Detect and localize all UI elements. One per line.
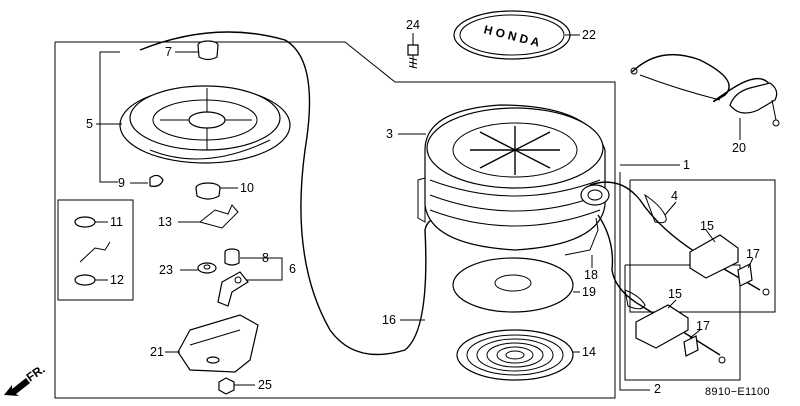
callout-17b: 17: [696, 319, 710, 333]
callout-4: 4: [671, 189, 678, 203]
callout-6: 6: [289, 262, 296, 276]
callout-14: 14: [582, 345, 596, 359]
callout-12: 12: [110, 273, 124, 287]
recoil-rope-part-16: [139, 31, 446, 356]
leader-4: [664, 201, 677, 216]
rope-grip-part-20: [630, 53, 780, 127]
callout-8: 8: [262, 251, 269, 265]
plate-part-19: [452, 257, 574, 313]
washer-part-11: [74, 216, 96, 228]
callout-13: 13: [158, 215, 172, 229]
bracket-1: [619, 172, 650, 391]
leader-17a: [747, 257, 754, 269]
callout-10: 10: [240, 181, 254, 195]
collar-part-10: [195, 182, 221, 200]
case-part-21: [177, 314, 259, 373]
front-arrow-icon: [4, 378, 30, 396]
cover-badge-part-22: H O N D A: [453, 10, 571, 60]
spring-part-12: [74, 274, 96, 286]
front-direction-marker: FR.: [4, 362, 48, 396]
callout-18: 18: [584, 268, 598, 282]
callout-1: 1: [683, 158, 690, 172]
diagram-code: 8910−E1100: [705, 386, 770, 398]
bracket-8-6: [240, 257, 283, 281]
callout-25: 25: [258, 378, 272, 392]
callout-15b: 15: [668, 287, 682, 301]
bushing-part-8: [224, 248, 240, 266]
callout-23: 23: [159, 263, 173, 277]
nut-part-25: [218, 377, 235, 395]
spring-part-12-wire: [79, 241, 111, 263]
callout-15a: 15: [700, 219, 714, 233]
callout-22: 22: [582, 28, 596, 42]
callout-3: 3: [386, 127, 393, 141]
bolt-part-24: [407, 44, 419, 69]
callout-9: 9: [118, 176, 125, 190]
parts-11-12-frame: [57, 199, 134, 301]
guide-part-18: [564, 217, 599, 256]
nut-part-23: [197, 262, 217, 274]
callout-17a: 17: [746, 247, 760, 261]
callout-21: 21: [150, 345, 164, 359]
ratchet-part-6: [217, 271, 249, 307]
leader-15b: [667, 299, 677, 309]
reel-part-5: [119, 85, 291, 164]
bushing-part-7: [197, 40, 219, 61]
leader-17b: [689, 329, 701, 339]
callout-11: 11: [110, 215, 123, 229]
assembly-1-frame: [629, 179, 776, 313]
starter-housing-part-3: [417, 104, 610, 251]
assembly-1-rope-grip: [589, 181, 770, 296]
callout-2: 2: [654, 382, 661, 396]
bracket-5: [99, 51, 120, 183]
leader-15a: [705, 229, 716, 243]
callout-7: 7: [165, 45, 172, 59]
clip-part-9: [149, 174, 164, 187]
callout-20: 20: [732, 141, 746, 155]
spiral-spring-part-14: [456, 329, 574, 381]
callout-19: 19: [582, 285, 596, 299]
callout-16: 16: [382, 313, 396, 327]
assembly-frame: [54, 41, 616, 399]
spring-part-13: [198, 204, 239, 229]
callout-24: 24: [406, 18, 420, 32]
assembly-2-rope-grip: [597, 214, 726, 364]
callout-5: 5: [86, 117, 93, 131]
